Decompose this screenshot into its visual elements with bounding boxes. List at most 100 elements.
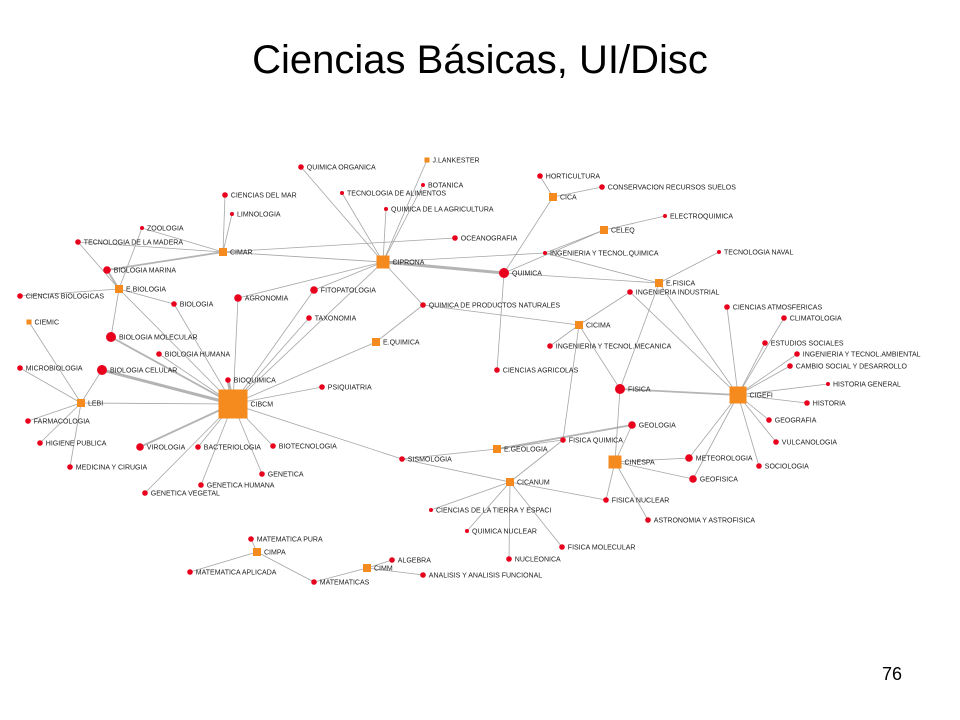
leaf-marker — [306, 315, 312, 321]
hub-marker — [218, 389, 248, 419]
edge-cigefi-geofisica — [692, 394, 739, 480]
edge-efisica-ingquim — [544, 252, 660, 284]
node-label: INGENIERIA Y TECNOL.MECANICA — [556, 344, 672, 351]
hub-marker — [506, 478, 514, 486]
leaf-marker — [156, 351, 162, 357]
edge-cibom-ebiologia — [118, 288, 234, 405]
edge-cigefi-histgen — [737, 383, 829, 396]
node-matpura: MATEMATICA PURA — [248, 536, 323, 544]
leaf-marker — [195, 444, 201, 450]
leaf-marker — [384, 207, 388, 211]
node-tecmadera: TECNOLOGIA DE LA MADERA — [75, 239, 183, 247]
node-jllankester: J.LANKESTER — [424, 157, 480, 165]
node-biologia: BIOLOGIA — [171, 301, 214, 309]
leaf-marker — [804, 400, 810, 406]
node-label: CONSERVACION RECURSOS SUELOS — [608, 185, 736, 192]
node-label: BOTANICA — [428, 183, 464, 190]
node-label: QUIMICA — [512, 271, 542, 278]
node-label: INGENIERIA INDUSTRIAL — [636, 290, 720, 297]
node-cimpa: CIMPA — [253, 548, 286, 557]
edge-cica-conserv — [552, 186, 603, 198]
node-label: CINESPA — [625, 460, 656, 467]
node-label: CIMM — [374, 566, 393, 573]
leaf-marker — [685, 454, 693, 462]
edge-cicanum-fisquim — [509, 439, 564, 483]
node-electroq: ELECTROQUIMICA — [663, 214, 733, 221]
edge-celeq-electroq — [603, 215, 666, 231]
node-label: CICANUM — [517, 480, 550, 487]
edge-cigefi-estsoc — [737, 342, 766, 396]
hub-marker — [372, 338, 380, 346]
node-label: TECNOLOGIA DE ALIMENTOS — [347, 191, 446, 198]
node-label: MEDICINA Y CIRUGIA — [76, 465, 148, 472]
leaf-marker — [136, 443, 144, 451]
node-label: CLIMATOLOGIA — [790, 316, 842, 323]
hub-marker — [253, 548, 261, 556]
node-label: GEOFISICA — [700, 477, 738, 484]
leaf-marker — [319, 384, 325, 390]
leaf-marker — [421, 183, 425, 187]
node-label: GENETICA HUMANA — [207, 483, 275, 490]
edge-cibom-equimica — [232, 341, 377, 405]
node-label: CIENCIAS DE LA TIERRA Y ESPACI — [436, 508, 551, 515]
leaf-marker — [198, 482, 204, 488]
leaf-marker — [773, 439, 779, 445]
node-label: METEOROLOGIA — [696, 456, 753, 463]
node-conserv: CONSERVACION RECURSOS SUELOS — [599, 184, 736, 192]
node-biomarina: BIOLOGIA MARINA — [103, 266, 176, 275]
node-bioquimica: BIOQUIMICA — [225, 377, 276, 385]
node-histgen: HISTORIA GENERAL — [826, 382, 901, 389]
node-genhum: GENETICA HUMANA — [198, 482, 275, 490]
node-label: ZOOLOGIA — [147, 226, 184, 233]
edge-lebi-biocel — [80, 369, 103, 404]
leaf-marker — [499, 268, 509, 278]
leaf-marker — [494, 367, 500, 373]
edge-cimm-algebra — [366, 559, 393, 569]
node-label: BIOLOGIA MOLECULAR — [119, 335, 198, 342]
edge-cicanum-quimnuc — [466, 481, 511, 532]
leaf-marker — [599, 184, 605, 190]
node-ciencterra: CIENCIAS DE LA TIERRA Y ESPACI — [429, 508, 551, 515]
edge-cimm-matematicas — [313, 567, 368, 583]
node-cigefi: CIGEFI — [729, 386, 773, 404]
edge-egeologia-fisquim — [496, 439, 564, 450]
hub-marker — [424, 157, 430, 163]
node-sismologia: SISMOLOGIA — [399, 456, 452, 464]
hub-marker — [26, 319, 32, 325]
node-cibom: CIBCM — [218, 389, 273, 419]
node-taxonomia: TAXONOMIA — [306, 315, 357, 323]
leaf-marker — [140, 226, 144, 230]
edge-cibom-fitopat — [232, 289, 315, 405]
node-label: ANALISIS Y ANALISIS FUNCIONAL — [429, 573, 542, 580]
node-quimnuc: QUIMICA NUCLEAR — [465, 529, 537, 536]
node-label: SISMOLOGIA — [408, 457, 452, 464]
leaf-marker — [270, 443, 276, 449]
leaf-marker — [25, 418, 31, 424]
node-matematicas: MATEMATICAS — [311, 579, 370, 587]
node-label: E.QUIMICA — [383, 340, 420, 347]
node-label: FISICA — [628, 387, 651, 394]
node-label: FISICA MOLECULAR — [568, 545, 636, 552]
leaf-marker — [787, 363, 793, 369]
hub-marker — [363, 564, 371, 572]
leaf-marker — [310, 286, 318, 294]
edge-quimica-cienagr — [496, 272, 505, 371]
leaf-marker — [234, 294, 242, 302]
node-ingquim: INGENIERIA Y TECNOL.QUIMICA — [543, 251, 659, 258]
node-label: CIENCIAS DEL MAR — [231, 193, 297, 200]
node-label: CIENCIAS BIOLOGICAS — [26, 294, 105, 301]
hub-marker — [376, 255, 390, 269]
edge-cibom-lebi — [80, 402, 234, 405]
node-label: ALGEBRA — [398, 558, 431, 565]
edge-efisica-tecnaval — [658, 251, 720, 284]
node-label: ASTRONOMIA Y ASTROFISICA — [654, 518, 756, 525]
node-cambio: CAMBIO SOCIAL Y DESARROLLO — [787, 363, 907, 371]
node-label: FITOPATOLOGIA — [321, 288, 376, 295]
node-fisnuc: FISICA NUCLEAR — [603, 497, 669, 505]
hub-marker — [219, 248, 227, 256]
node-bacterio: BACTERIOLOGIA — [195, 444, 261, 452]
hub-marker — [115, 285, 123, 293]
leaf-marker — [615, 384, 625, 394]
node-climato: CLIMATOLOGIA — [781, 315, 842, 323]
